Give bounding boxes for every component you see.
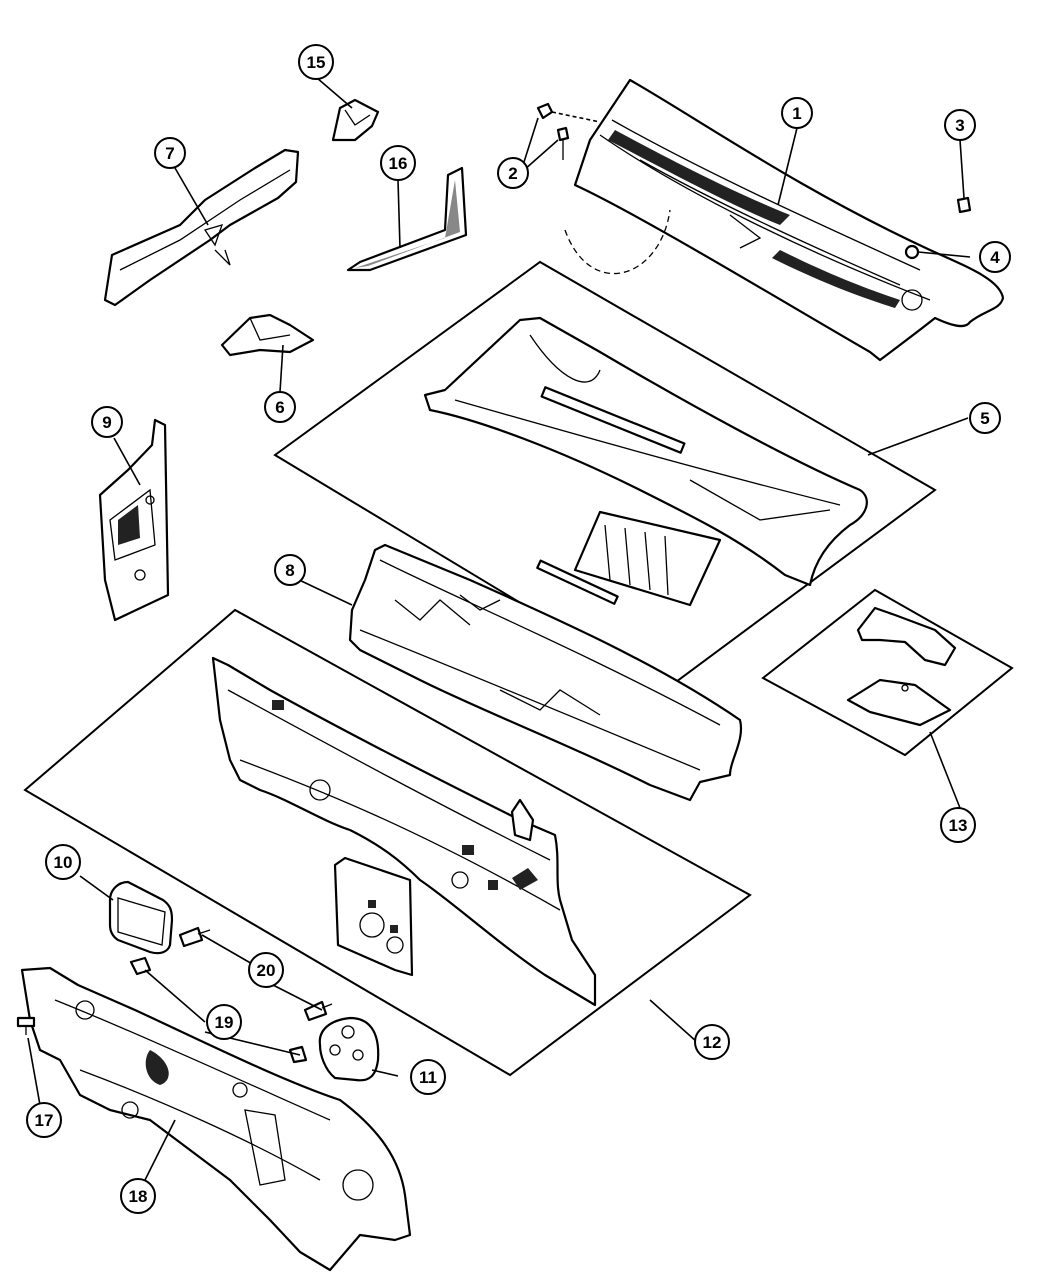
callout-15: 15: [298, 44, 334, 80]
group-frame-13: [761, 588, 1014, 757]
callout-6: 6: [264, 391, 296, 423]
callout-6-label: 6: [275, 398, 284, 417]
cowl-reinforcement: [348, 543, 743, 802]
bolt-20-a: [178, 926, 211, 948]
callout-17: 17: [26, 1102, 62, 1138]
bracket-6: [220, 313, 315, 357]
callout-10-label: 10: [54, 853, 73, 872]
callout-19: 19: [206, 1004, 242, 1040]
pillar-panel-9: [98, 418, 170, 622]
side-panel-7: [103, 148, 300, 307]
callout-18: 18: [120, 1178, 156, 1214]
callout-7: 7: [154, 137, 186, 169]
callout-16: 16: [380, 145, 416, 181]
callout-11: 11: [410, 1059, 446, 1095]
cowl-top-panel: [564, 78, 1005, 362]
bracket-15: [331, 98, 380, 142]
callout-2: 2: [497, 157, 529, 189]
callout-5: 5: [969, 402, 1001, 434]
callout-10: 10: [45, 844, 81, 880]
dash-silencer-18: [20, 966, 412, 1272]
callout-12-label: 12: [703, 1033, 722, 1052]
callout-5-label: 5: [980, 409, 989, 428]
callout-2-label: 2: [508, 164, 517, 183]
callout-3: 3: [944, 109, 976, 141]
fastener-17: [16, 1016, 36, 1035]
dash-panel-12: [211, 656, 597, 1007]
plenum-panel: [423, 316, 868, 607]
callout-20: 20: [248, 952, 284, 988]
callout-7-label: 7: [165, 144, 174, 163]
grommet-11: [318, 1016, 380, 1082]
fastener-clips: [536, 102, 972, 260]
callout-12: 12: [694, 1024, 730, 1060]
group-frame-12: [23, 608, 752, 1077]
seal-strip-16: [346, 166, 468, 272]
callout-20-label: 20: [257, 961, 276, 980]
callout-1: 1: [781, 97, 813, 129]
callout-9: 9: [91, 406, 123, 438]
callout-15-label: 15: [307, 53, 326, 72]
braces-13: [846, 606, 957, 727]
callout-1-label: 1: [792, 104, 801, 123]
callout-9-label: 9: [102, 413, 111, 432]
callout-4: 4: [979, 241, 1011, 273]
cover-plate-10: [108, 880, 174, 955]
bolt-20-b: [303, 1000, 333, 1022]
callout-17-label: 17: [35, 1111, 54, 1130]
callout-4-label: 4: [990, 248, 1000, 267]
callout-13: 13: [940, 807, 976, 843]
callout-3-label: 3: [955, 116, 964, 135]
callout-8-label: 8: [285, 561, 294, 580]
callout-8: 8: [274, 554, 306, 586]
callout-16-label: 16: [389, 154, 408, 173]
callout-18-label: 18: [129, 1187, 148, 1206]
callout-13-label: 13: [949, 816, 968, 835]
plate-panel: [333, 856, 414, 977]
callout-11-label: 11: [419, 1068, 437, 1087]
callout-19-label: 19: [215, 1013, 234, 1032]
